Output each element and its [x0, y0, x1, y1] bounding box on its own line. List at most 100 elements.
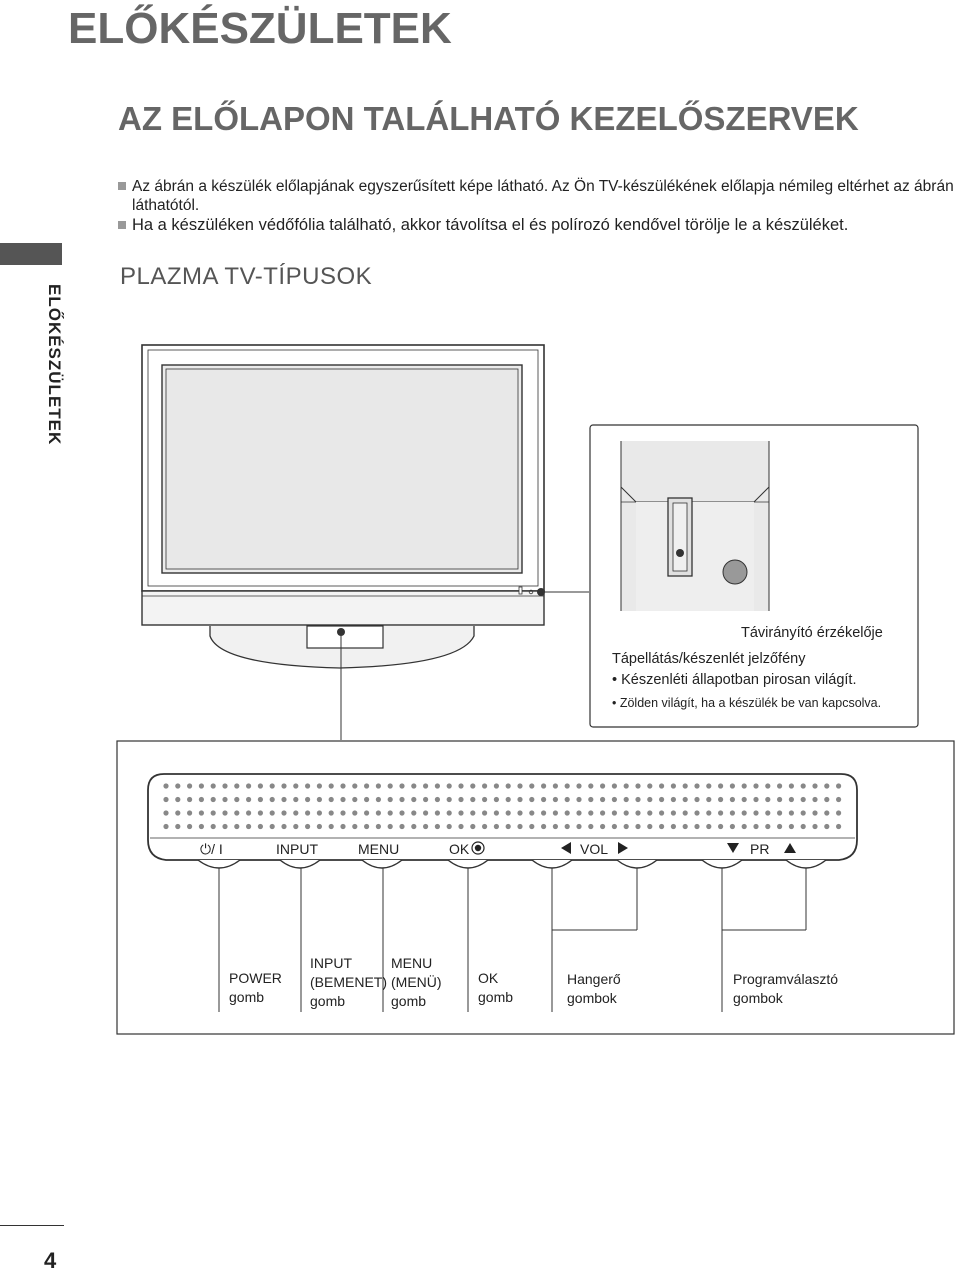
tv-illustration: [141, 344, 545, 669]
grille-dot: [564, 810, 570, 816]
grille-dot: [222, 796, 228, 803]
grille-dot: [647, 823, 653, 830]
grille-dot: [729, 796, 736, 803]
grille-dot: [659, 823, 665, 830]
ok-panel-label: OK: [449, 841, 470, 857]
grille-dot: [611, 823, 618, 830]
input-panel-label: INPUT: [276, 841, 318, 857]
grille-dot: [387, 796, 393, 803]
button-label-volume: Hangerő gombok: [567, 971, 621, 1006]
grille-dot: [670, 796, 677, 803]
grille-dot: [458, 796, 464, 803]
grille-dot: [647, 810, 653, 816]
grille-dot: [576, 796, 582, 803]
grille-dot: [340, 823, 346, 830]
grille-dot: [411, 783, 417, 789]
grille-dot: [187, 796, 193, 803]
notes-list: Az ábrán a készülék előlapjának egyszerű…: [118, 177, 958, 235]
power-led-label: Tápellátás/készenlét jelzőfény: [612, 651, 806, 667]
grille-dot: [564, 796, 570, 803]
grille-dot: [812, 796, 818, 803]
grille-dot: [411, 823, 417, 830]
grille-dot: [434, 810, 440, 816]
grille-dot: [198, 783, 204, 789]
grille-dot: [269, 810, 275, 816]
grille-dot: [387, 783, 393, 789]
grille-dot: [482, 796, 488, 803]
grille-dot: [623, 796, 629, 803]
grille-dot: [729, 783, 736, 789]
grille-dot: [210, 796, 216, 803]
grille-dot: [305, 796, 311, 803]
grille-dot: [765, 823, 771, 830]
grille-dot: [753, 823, 759, 830]
grille-dot: [741, 783, 747, 789]
pr-down-arrow-icon: [727, 843, 739, 853]
detail-box: [589, 424, 919, 728]
section-title: AZ ELŐLAPON TALÁLHATÓ KEZELŐSZERVEK: [118, 100, 859, 137]
speaker-grille: [163, 783, 842, 830]
grille-dot: [694, 783, 700, 789]
grille-dot: [281, 823, 287, 830]
grille-dot: [187, 810, 193, 816]
grille-dot: [375, 823, 381, 830]
grille-dot: [375, 796, 381, 803]
grille-dot: [399, 823, 405, 830]
note-item: Az ábrán a készülék előlapjának egyszerű…: [118, 177, 958, 215]
grille-dot: [694, 823, 700, 830]
pr-panel-label: PR: [750, 841, 769, 857]
grille-dot: [434, 783, 440, 789]
input-button[interactable]: [279, 859, 321, 869]
grille-dot: [694, 810, 700, 816]
grille-dot: [446, 823, 452, 830]
grille-dot: [800, 810, 806, 816]
grille-dot: [600, 796, 606, 803]
grille-dot: [564, 783, 570, 789]
grille-dot: [434, 823, 440, 830]
grille-dot: [163, 810, 169, 816]
grille-dot: [505, 796, 511, 803]
grille-dot: [175, 823, 181, 830]
grille-dot: [812, 823, 818, 830]
grille-dot: [269, 783, 275, 789]
grille-dot: [328, 810, 334, 816]
grille-dot: [729, 810, 736, 816]
menu-button[interactable]: [361, 859, 403, 869]
grille-dot: [293, 810, 299, 816]
grille-dot: [682, 810, 688, 816]
bullet-square-icon: [118, 182, 126, 190]
grille-dot: [635, 783, 641, 789]
grille-dot: [316, 823, 322, 830]
grille-dot: [364, 823, 370, 830]
grille-dot: [741, 810, 747, 816]
grille-dot: [470, 810, 476, 816]
grille-dot: [352, 796, 358, 803]
grille-dot: [706, 783, 712, 789]
grille-dot: [210, 783, 216, 789]
grille-dot: [246, 796, 252, 803]
grille-dot: [706, 823, 712, 830]
grille-dot: [246, 783, 252, 789]
grille-dot: [600, 823, 606, 830]
grille-dot: [482, 810, 488, 816]
grille-dot: [741, 823, 747, 830]
grille-dot: [305, 810, 311, 816]
grille-dot: [576, 783, 582, 789]
grille-dot: [352, 783, 358, 789]
grille-dot: [222, 823, 228, 830]
button-label-ok: OK gomb: [478, 970, 514, 1005]
grille-dot: [470, 796, 476, 803]
grille-dot: [812, 783, 818, 789]
button-leader-lines: [218, 868, 807, 1012]
button-label-menu: MENU (MENÜ) gomb: [391, 955, 442, 1009]
control-panel-box: [116, 740, 955, 1035]
grille-dot: [611, 783, 618, 789]
grille-dot: [824, 823, 830, 830]
grille-dot: [635, 796, 641, 803]
button-label-power: POWER gomb: [229, 970, 282, 1005]
grille-dot: [423, 810, 429, 816]
grille-dot: [210, 810, 216, 816]
grille-dot: [505, 783, 511, 789]
grille-dot: [340, 783, 346, 789]
